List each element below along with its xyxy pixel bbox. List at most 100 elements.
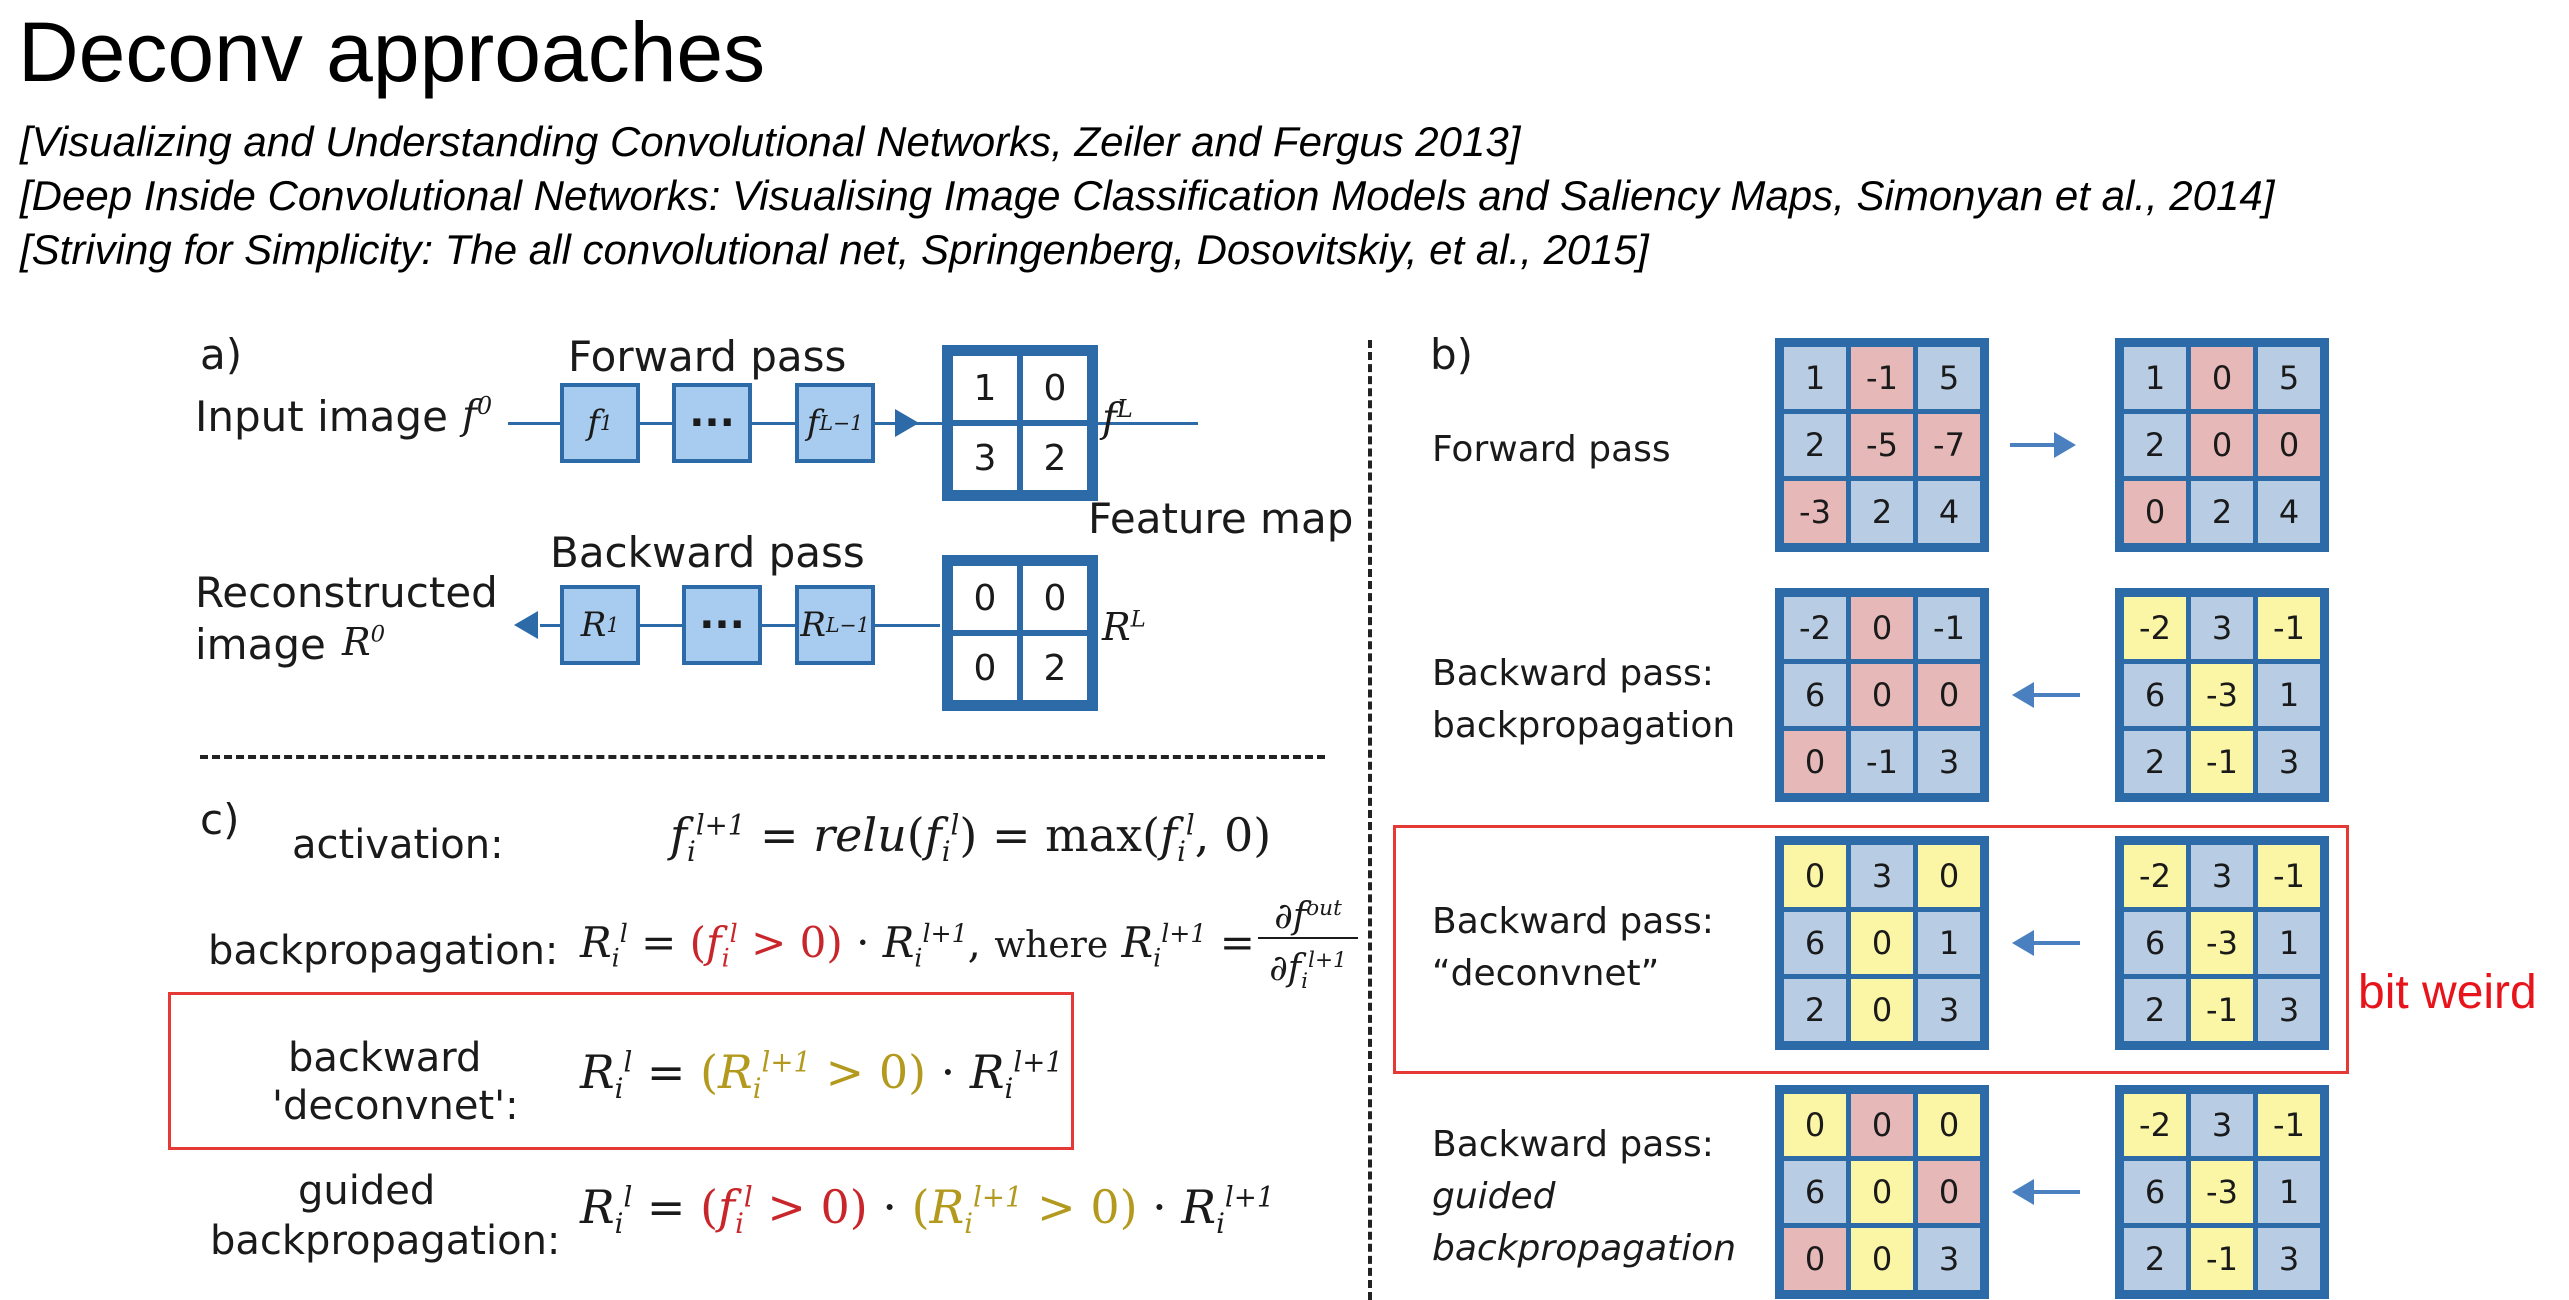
- grid-cell: 0: [1851, 979, 1913, 1041]
- row-label-line-italic: backpropagation: [1432, 1228, 1737, 1269]
- backprop-formula: Ril = (fil > 0) · Ril+1, where Ril+1 =: [580, 918, 1255, 973]
- grid-cell: -2: [1784, 597, 1846, 659]
- grid-cell: 0: [1023, 356, 1087, 420]
- grid-cell: 0: [1851, 1228, 1913, 1290]
- grid-cell: 1: [1918, 912, 1980, 974]
- grid-cell: 0: [953, 566, 1017, 630]
- vertical-divider: [1368, 340, 1372, 1300]
- deconvnet-label-2: 'deconvnet':: [272, 1083, 519, 1129]
- row-label-line: backpropagation: [1432, 705, 1736, 746]
- grid-cell: 6: [2124, 912, 2186, 974]
- grid-cell: 5: [1918, 347, 1980, 409]
- row-label-line: “deconvnet”: [1432, 953, 1660, 994]
- grid-cell: 0: [1851, 1161, 1913, 1223]
- grid-cell: 3: [1918, 1228, 1980, 1290]
- grid-cell: 0: [1784, 731, 1846, 793]
- grid-cell: 3: [2258, 731, 2320, 793]
- feature-map-label: Feature map: [1088, 494, 1354, 543]
- grid-cell: 3: [2191, 845, 2253, 907]
- backprop-label: backpropagation:: [208, 928, 559, 974]
- fL-symbol: fL: [1102, 395, 1133, 442]
- panel-b-row-label: Backward pass: backpropagation: [1432, 648, 1735, 752]
- grid-cell: 4: [1918, 481, 1980, 543]
- backward-arrowhead: [514, 611, 538, 639]
- arrowhead-icon: [2012, 682, 2034, 708]
- grid-cell: 1: [953, 356, 1017, 420]
- grid-cell: 0: [953, 636, 1017, 700]
- layer-dots-forward: ···: [672, 383, 752, 463]
- deconvnet-label-1: backward: [288, 1035, 482, 1081]
- f0-symbol: f0: [462, 392, 493, 439]
- grid-cell: 0: [1851, 1094, 1913, 1156]
- grid-cell: 0: [2124, 481, 2186, 543]
- grid-cell: 2: [2124, 979, 2186, 1041]
- grid-cell: 0: [1918, 1094, 1980, 1156]
- page-title: Deconv approaches: [18, 5, 766, 99]
- row-label-line: Backward pass:: [1432, 901, 1714, 942]
- grid-cell: 0: [1784, 845, 1846, 907]
- grid-cell: 1: [2258, 664, 2320, 726]
- bit-weird-annotation: bit weird: [2358, 966, 2537, 1019]
- grid-cell: 3: [1918, 731, 1980, 793]
- grid-cell: 6: [1784, 1161, 1846, 1223]
- grid-cell: 2: [1023, 636, 1087, 700]
- grid-cell: 0: [1918, 664, 1980, 726]
- grid-cell: 0: [1851, 912, 1913, 974]
- R0-symbol: R0: [342, 620, 386, 664]
- panel-b-row-label: Forward pass: [1432, 424, 1671, 476]
- grid-cell: -2: [2124, 597, 2186, 659]
- arrowhead-icon: [2054, 432, 2076, 458]
- panel-a-label: a): [200, 330, 243, 379]
- guided-label-2: backpropagation:: [210, 1218, 561, 1264]
- grid-cell: -3: [2191, 1161, 2253, 1223]
- deconvnet-formula: Ril = (Ril+1 > 0) · Ril+1: [580, 1045, 1063, 1106]
- arrow-right-icon: [2010, 443, 2058, 447]
- grid-cell: 2: [1023, 426, 1087, 490]
- fraction-denominator: ∂fil+1: [1269, 948, 1347, 995]
- horizontal-divider: [200, 755, 1325, 759]
- grid-cell: 3: [2191, 597, 2253, 659]
- grid-cell: 6: [2124, 1161, 2186, 1223]
- guided-formula: Ril = (fil > 0) · (Ril+1 > 0) · Ril+1: [580, 1180, 1275, 1241]
- grid-cell: 0: [1918, 845, 1980, 907]
- backward-pass-label: Backward pass: [550, 528, 865, 577]
- grid-cell: 6: [1784, 912, 1846, 974]
- grid-cell: -3: [2191, 912, 2253, 974]
- grid-cell: 1: [1784, 347, 1846, 409]
- grid-cell: 2: [1784, 979, 1846, 1041]
- grid-cell: 3: [2191, 1094, 2253, 1156]
- grid-cell: 2: [1784, 414, 1846, 476]
- grid-cell: -1: [2258, 597, 2320, 659]
- grid-cell: -2: [2124, 845, 2186, 907]
- grid-cell: 2: [1851, 481, 1913, 543]
- input-image-label: Input image: [195, 392, 448, 441]
- grid-cell: -1: [2258, 1094, 2320, 1156]
- arrow-left-icon: [2032, 1190, 2080, 1194]
- grid-cell: 0: [1023, 566, 1087, 630]
- RL-symbol: RL: [1102, 605, 1146, 649]
- grid-cell: 1: [2124, 347, 2186, 409]
- grid-cell: -1: [1851, 731, 1913, 793]
- panel-c-label: c): [200, 795, 240, 844]
- grid-cell: 4: [2258, 481, 2320, 543]
- row-label-line: Backward pass:: [1432, 1124, 1714, 1165]
- grid-cell: -2: [2124, 1094, 2186, 1156]
- grid-cell: 0: [1851, 664, 1913, 726]
- row-label-line-italic: guided: [1432, 1176, 1556, 1217]
- reference-3: [Striving for Simplicity: The all convol…: [20, 226, 1649, 273]
- deconvnet-highlight-box: [168, 992, 1074, 1150]
- grid-cell: -3: [2191, 664, 2253, 726]
- row-label-line: Backward pass:: [1432, 653, 1714, 694]
- grid-cell: -1: [2191, 731, 2253, 793]
- backward-feature-grid: 0 0 0 2: [942, 555, 1098, 711]
- grid-cell: 0: [1784, 1228, 1846, 1290]
